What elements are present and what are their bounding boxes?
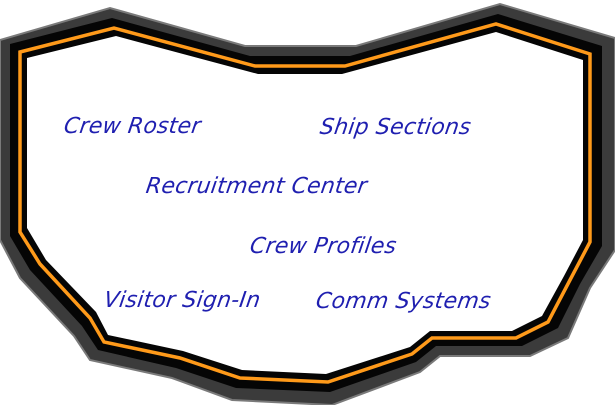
nav-link-crew-profiles[interactable]: Crew Profiles (248, 234, 399, 259)
nav-link-comm-systems[interactable]: Comm Systems (314, 289, 493, 314)
nav-link-ship-sections[interactable]: Ship Sections (318, 115, 473, 140)
content-panel (27, 32, 583, 374)
nav-link-recruitment-center[interactable]: Recruitment Center (144, 174, 369, 199)
nav-link-visitor-sign-in[interactable]: Visitor Sign-In (102, 288, 263, 313)
nav-link-crew-roster[interactable]: Crew Roster (62, 114, 203, 139)
frame-orange-stripe (18, 22, 592, 384)
